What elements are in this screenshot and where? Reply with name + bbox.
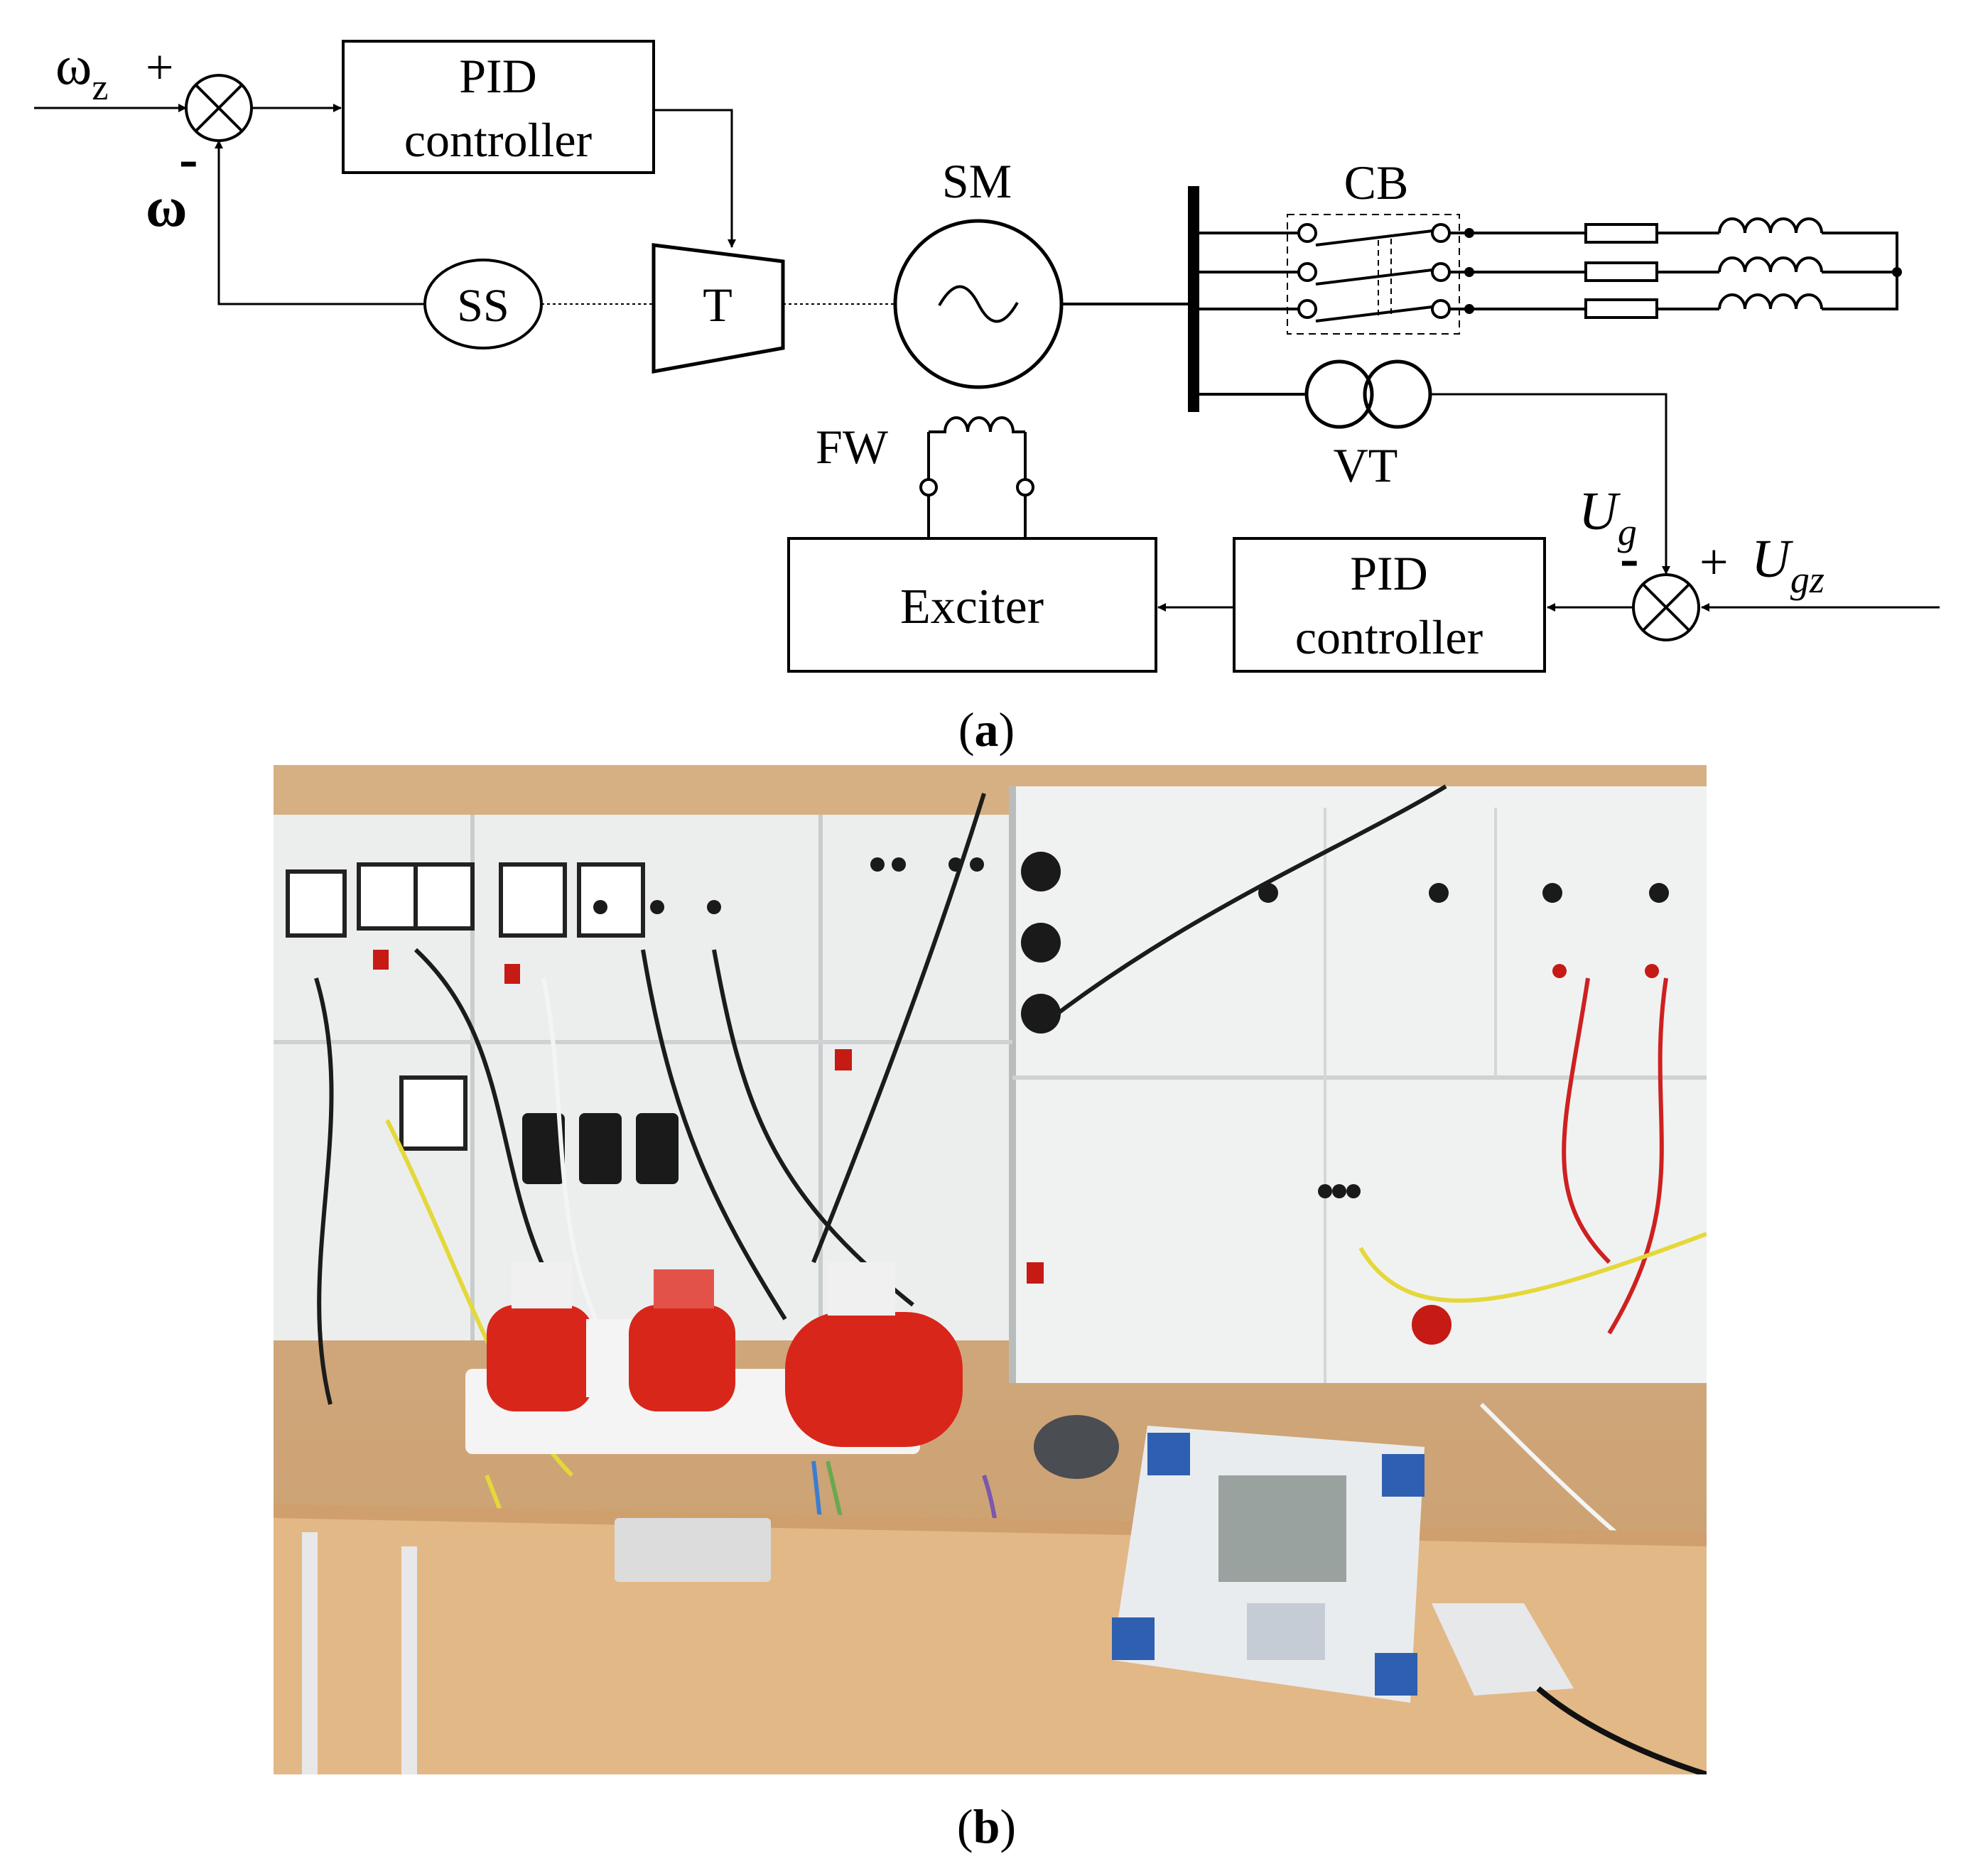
power-supply-adapter (1432, 1603, 1707, 1774)
speed-sensor: SS (423, 259, 543, 349)
svg-text:SS: SS (457, 280, 509, 332)
voltage-pid-line2: controller (1295, 610, 1483, 664)
voltage-reference-sign: + (1699, 533, 1729, 590)
speed-reference-label: ωz (55, 34, 108, 108)
load-inductors (1657, 217, 1898, 310)
breaker-dots (1464, 228, 1474, 314)
exciter-label: Exciter (900, 580, 1044, 634)
speed-feedback-label: ω (146, 176, 187, 239)
voltage-pid-line1: PID (1350, 546, 1428, 600)
analog-meters (286, 862, 645, 1151)
voltage-pid-controller-block: PID controller (1233, 537, 1546, 673)
exciter-block: Exciter (787, 537, 1157, 673)
neutral-dot (1892, 267, 1902, 277)
voltage-summing-junction (1632, 573, 1700, 641)
three-phase-lines (1194, 223, 1586, 322)
caption-a: (a) (958, 703, 1015, 757)
speed-feedback-line (215, 140, 425, 305)
vt-to-junction-line (1430, 393, 1670, 575)
voltage-reference-label: Ugz (1751, 529, 1825, 601)
turbine: T (652, 243, 785, 374)
speed-pid-line1: PID (459, 49, 537, 103)
block-diagram: ωz + - ω PID controller SS T SM CB (34, 34, 1940, 673)
motor-generator-set (465, 1262, 1119, 1479)
breaker-label: CB (1344, 156, 1409, 210)
voltage-transformer (1304, 359, 1432, 429)
equipment-panels (274, 786, 1707, 1383)
panel-sockets (522, 852, 1669, 1198)
field-winding-label: FW (816, 420, 889, 474)
breaker-enclosure (1287, 214, 1460, 335)
laboratory-test-bench-photo (274, 765, 1707, 1774)
generator-label: SM (942, 154, 1012, 208)
vt-label: VT (1334, 438, 1398, 492)
generator-symbol (893, 219, 1064, 389)
field-winding (919, 416, 1034, 538)
junction-box (615, 1518, 771, 1582)
speed-pid-line2: controller (404, 113, 593, 167)
load-resistors (1584, 223, 1658, 319)
voltage-measured-label: Ug (1579, 482, 1637, 553)
caption-b: (b) (956, 1799, 1017, 1853)
red-indicators (373, 950, 1659, 1345)
voltage-measured-sign: - (1620, 527, 1639, 590)
pid-to-turbine-line (654, 109, 736, 248)
svg-text:T: T (703, 278, 733, 332)
speed-feedback-sign: - (179, 128, 198, 190)
power-quality-analyzer (1112, 1426, 1425, 1703)
speed-reference-sign: + (146, 40, 173, 95)
speed-pid-controller-block: PID controller (342, 40, 655, 174)
